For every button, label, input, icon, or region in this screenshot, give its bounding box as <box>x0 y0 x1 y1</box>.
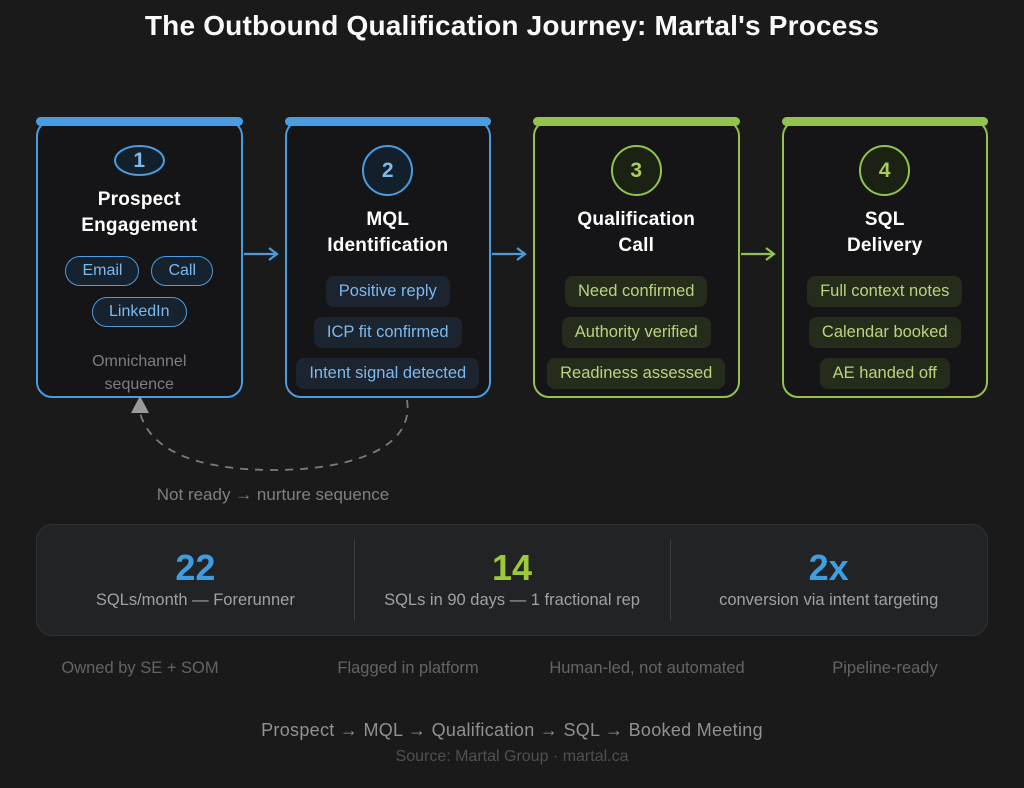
source-attribution: Source: Martal Group · martal.ca <box>395 748 629 765</box>
step-title-line: Qualification <box>577 209 696 230</box>
step-item: AE handed off <box>819 358 950 390</box>
step-title-line: MQL <box>366 209 410 230</box>
channel-pills: Email Call LinkedIn <box>38 255 241 327</box>
stat-value: 22 <box>175 547 216 588</box>
step-number-badge: 3 <box>610 145 662 196</box>
channel-pill-linkedin: LinkedIn <box>92 296 187 327</box>
step-card-prospect-engagement: 1 Prospect Engagement Email Call LinkedI… <box>36 117 243 398</box>
stat-label: SQLs/month — Forerunner <box>95 591 295 609</box>
step-item: Readiness assessed <box>547 358 726 390</box>
step-title: Qualification Call <box>577 207 695 258</box>
stat-conversion: 2x conversion via intent targeting <box>670 525 987 635</box>
step-item: Calendar booked <box>808 317 961 349</box>
step-number-badge: 2 <box>362 145 414 196</box>
step-number-badge: 4 <box>859 145 911 196</box>
step-number-badge: 1 <box>113 145 165 177</box>
step-item: Full context notes <box>807 276 963 308</box>
stat-label: conversion via intent targeting <box>719 591 939 609</box>
process-steps-row: 1 Prospect Engagement Email Call LinkedI… <box>36 117 988 398</box>
page-title: The Outbound Qualification Journey: Mart… <box>144 10 880 41</box>
step-item: Intent signal detected <box>296 358 480 390</box>
flow-gap <box>243 120 285 398</box>
step-card-sql-delivery: 4 SQL Delivery Full context notes Calend… <box>781 117 988 398</box>
card-accent-bar <box>36 117 243 126</box>
stats-bar: 22 SQLs/month — Forerunner 14 SQLs in 90… <box>36 524 988 636</box>
card-accent-bar <box>284 117 491 126</box>
step-title: Prospect Engagement <box>81 187 197 238</box>
flow-summary: Prospect → MQL → Qualification → SQL → B… <box>261 720 763 740</box>
footnote-pipeline-ready: Pipeline-ready <box>832 659 938 677</box>
step-item: Authority verified <box>561 317 711 349</box>
flow-arrow-icon <box>492 247 527 261</box>
flow-gap <box>740 120 782 398</box>
channel-pill-call: Call <box>151 255 214 286</box>
channel-pill-email: Email <box>65 255 140 286</box>
step-title-line: Call <box>618 234 655 256</box>
card-accent-bar <box>533 117 740 126</box>
flow-arrow-icon <box>740 247 776 261</box>
step-card-qualification-call: 3 Qualification Call Need confirmed Auth… <box>533 117 740 398</box>
stat-value: 14 <box>491 547 533 588</box>
step-title-line: SQL <box>864 209 905 230</box>
step-item: ICP fit confirmed <box>313 317 462 349</box>
step-item: Positive reply <box>325 276 450 308</box>
stat-label: SQLs in 90 days — 1 fractional rep <box>384 591 640 609</box>
step-card-mql-identification: 2 MQL Identification Positive reply ICP … <box>284 117 491 398</box>
step-item-list: Positive reply ICP fit confirmed Intent … <box>287 276 490 390</box>
flow-arrow-icon <box>243 247 279 261</box>
stat-value: 2x <box>808 547 849 588</box>
card-accent-bar <box>781 117 988 126</box>
step-note: Omnichannel sequence <box>92 352 187 393</box>
footnote-human-led: Human-led, not automated <box>549 659 745 677</box>
flow-gap <box>491 120 533 398</box>
step-title: SQL Delivery <box>847 207 923 258</box>
step-item: Need confirmed <box>565 276 708 308</box>
step-item-list: Full context notes Calendar booked AE ha… <box>784 276 987 390</box>
step-title: MQL Identification <box>327 207 448 258</box>
stat-sqls-90-days: 14 SQLs in 90 days — 1 fractional rep <box>353 525 671 635</box>
footnote-flagged: Flagged in platform <box>337 659 479 677</box>
step-title-line: Engagement <box>81 214 198 236</box>
nurture-loop-label: Not ready → nurture sequence <box>156 485 390 504</box>
step-title-line: Identification <box>327 234 449 256</box>
stat-sqls-per-month: 22 SQLs/month — Forerunner <box>37 525 354 635</box>
step-title-line: Delivery <box>846 234 923 256</box>
step-item-list: Need confirmed Authority verified Readin… <box>535 276 738 390</box>
footnote-owned-by: Owned by SE + SOM <box>61 659 219 677</box>
step-title-line: Prospect <box>97 189 181 211</box>
